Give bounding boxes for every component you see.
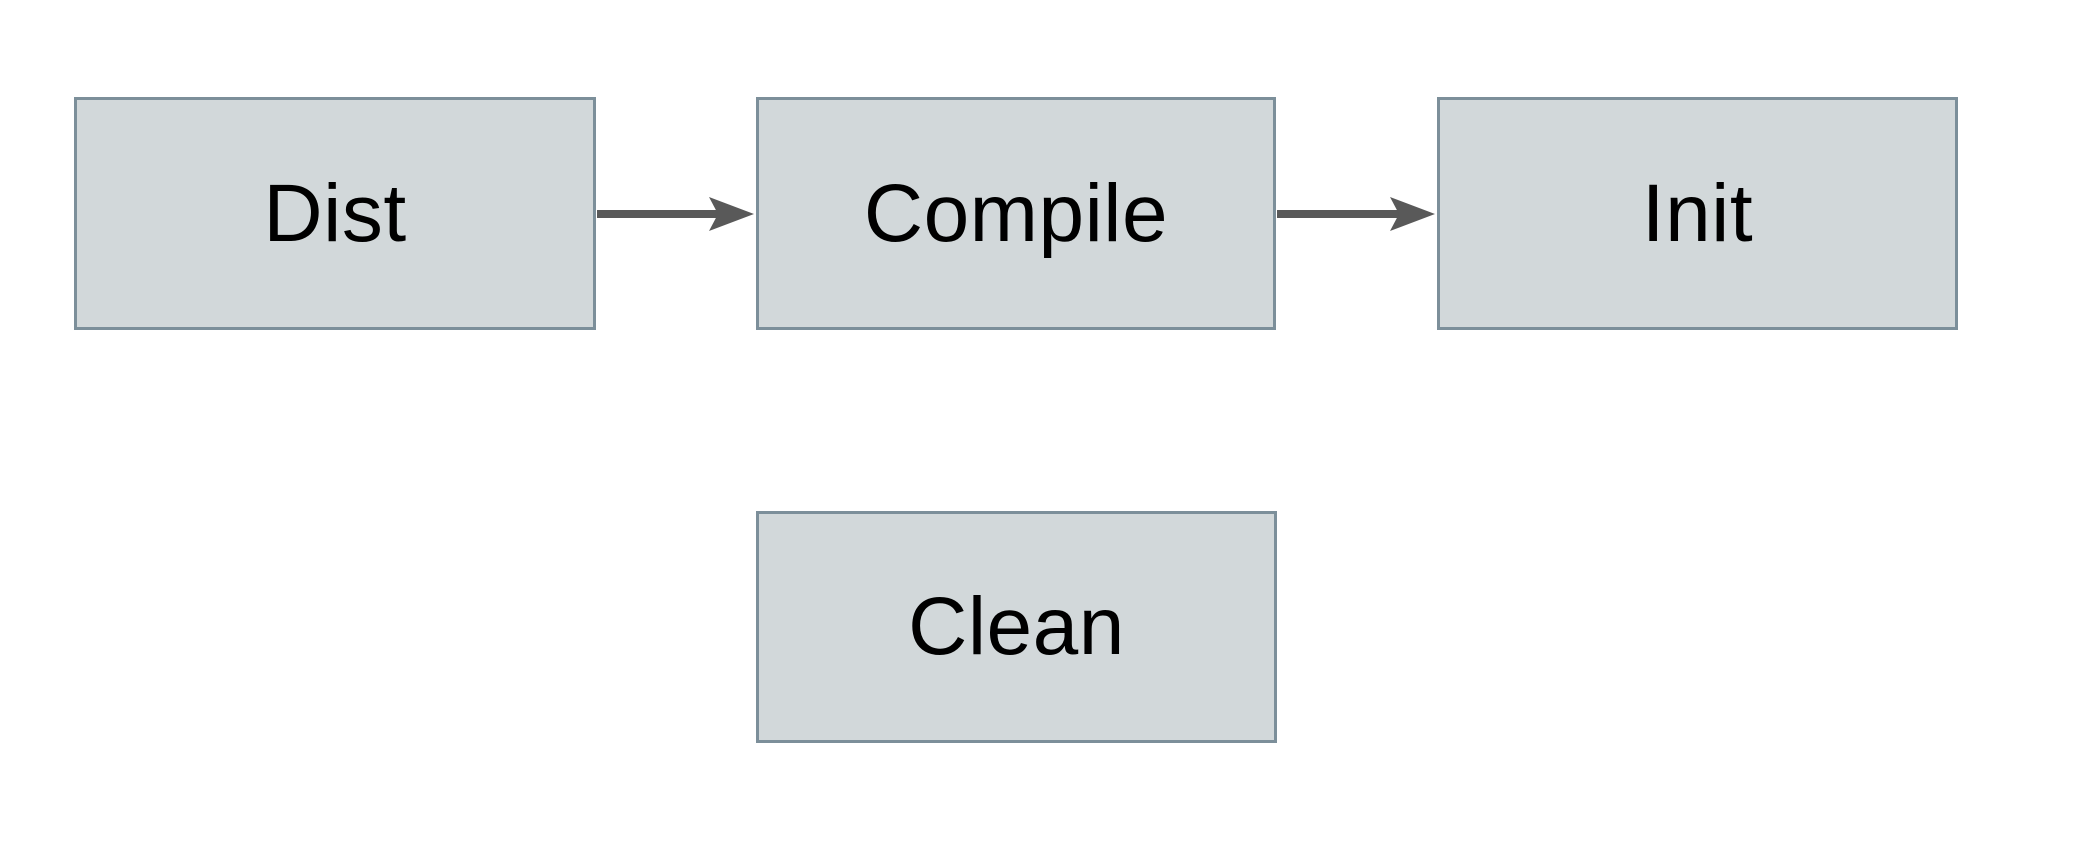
node-compile: Compile — [756, 97, 1276, 330]
arrow-compile-to-init — [1277, 197, 1435, 231]
node-init: Init — [1437, 97, 1958, 330]
node-compile-label: Compile — [863, 167, 1169, 259]
node-clean: Clean — [756, 511, 1277, 743]
arrow-dist-to-compile — [597, 197, 754, 231]
node-dist-label: Dist — [263, 167, 407, 259]
node-dist: Dist — [74, 97, 596, 330]
node-init-label: Init — [1641, 167, 1754, 259]
node-clean-label: Clean — [908, 581, 1125, 672]
